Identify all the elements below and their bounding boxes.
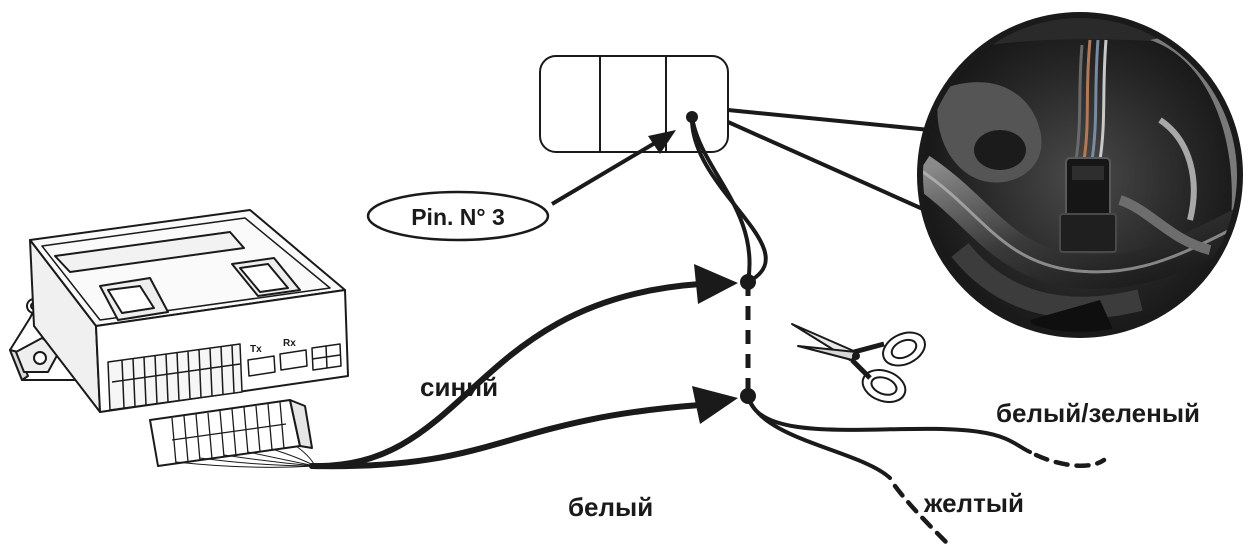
rx-label: Rx [283, 338, 296, 349]
yellow-wire [746, 394, 951, 544]
label-white-green: белый/зеленый [996, 398, 1200, 428]
vehicle-connector [539, 55, 729, 153]
blue-wire [309, 264, 738, 470]
tx-label: Tx [250, 344, 262, 355]
control-module [9, 209, 349, 413]
module-main-connector [107, 343, 243, 411]
white-green-wire [746, 394, 1107, 468]
harness-connector [149, 399, 313, 467]
label-blue: синий [420, 372, 498, 402]
module-aux-connector [311, 343, 342, 371]
pin-pointer-arrow [550, 130, 676, 206]
splice-point-upper [740, 274, 756, 290]
pin-label-bubble [366, 190, 550, 242]
label-white: белый [568, 492, 653, 522]
harness-wire-bundle [175, 445, 316, 468]
pin-label: Pin. N° 3 [411, 204, 505, 230]
white-wire [309, 386, 738, 470]
label-yellow: желтый [923, 488, 1024, 518]
callout-lines [727, 108, 931, 212]
module-rx-port [279, 349, 308, 371]
module-tx-port [247, 355, 276, 377]
pin-wire-loop [689, 115, 768, 284]
scissors-icon [791, 323, 926, 403]
connector-photo [917, 12, 1243, 338]
